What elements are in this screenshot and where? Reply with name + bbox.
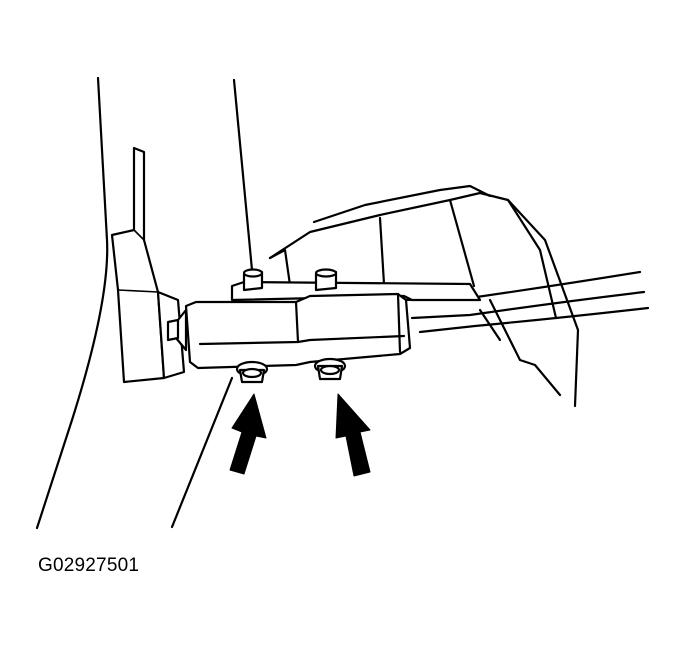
figure-id-label: G02927501 [38,555,140,576]
pillar-inner-edge [232,78,254,272]
top-bolt-right [314,268,338,292]
hinge-pin [166,308,188,352]
pillar-lower-edge [170,376,234,529]
door-hinge-plate [110,146,186,384]
bottom-bolt-left [235,360,269,384]
hinge-top-plate [230,280,482,302]
hinge-block [184,292,412,370]
bottom-bolt-right [313,357,347,381]
arrow-left-bolt [229,393,267,475]
top-bolt-left [242,268,264,292]
pillar-outer-edge [35,76,109,530]
cable-assembly [403,270,650,334]
arrow-right-bolt [335,393,371,477]
body-bracket [268,184,580,408]
